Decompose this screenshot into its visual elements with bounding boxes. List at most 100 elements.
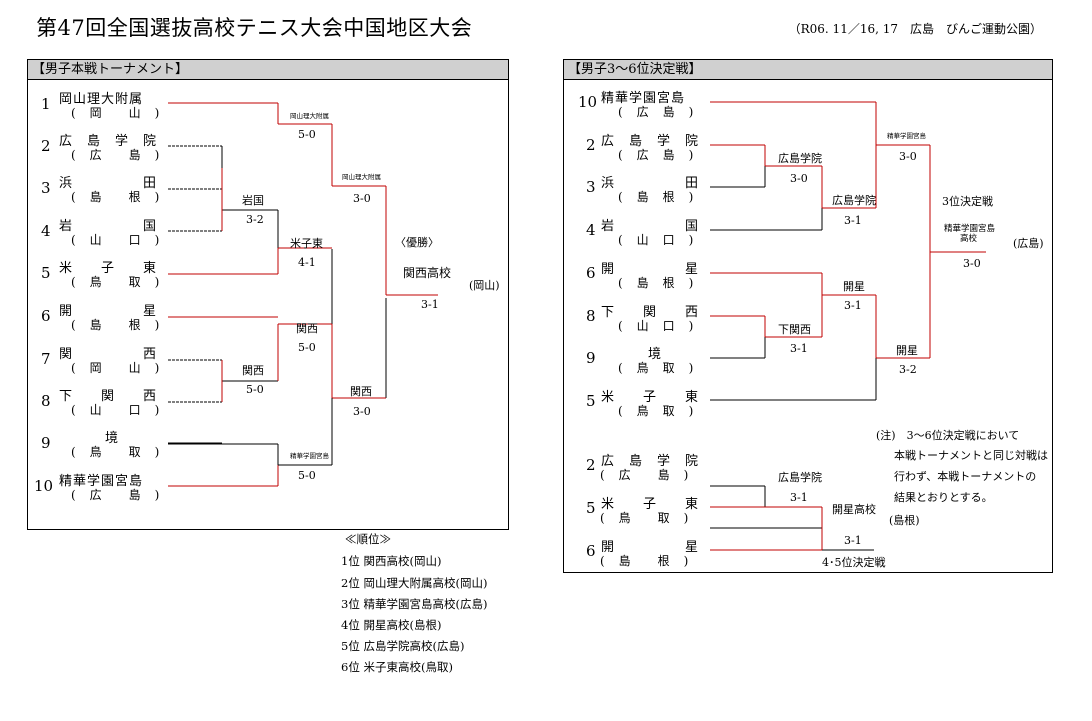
placement-team-seed: 8 — [586, 307, 596, 325]
note-line: 結果とおりとする。 — [894, 491, 993, 504]
main-team-seed: 5 — [41, 264, 51, 282]
placement-team-name: 開 星 — [601, 262, 700, 277]
third-place-score: 3-0 — [963, 257, 981, 270]
ranking-item: 1位 関西高校(岡山) — [341, 554, 442, 568]
match-score: 3-1 — [844, 534, 862, 547]
placement-team-pref: ( 広 島 ) — [600, 468, 690, 482]
match-winner: 岡山理大附属 — [290, 112, 329, 120]
main-team-pref: ( 広 島 ) — [71, 148, 161, 162]
placement-team-seed: 2 — [586, 456, 596, 474]
placement-team-name: 浜 田 — [601, 176, 700, 191]
main-team-seed: 2 — [41, 137, 51, 155]
match-winner: 広島学院 — [832, 194, 876, 207]
final-score: 3-1 — [421, 298, 439, 311]
placement-team-name: 下 関 西 — [601, 305, 700, 320]
placement-team-seed: 4 — [586, 221, 596, 239]
match-winner: 関西 — [350, 385, 372, 398]
match-winner: 岩国 — [242, 194, 264, 207]
third-place-winner: 精華学園宮島 — [944, 224, 996, 234]
placement-team-name: 広 島 学 院 — [601, 134, 700, 149]
match-score: 5-0 — [298, 128, 316, 141]
match-score: 3-2 — [899, 363, 917, 376]
match-winner: 精華学園宮島 — [887, 132, 926, 140]
ranking-item: 4位 開星高校(島根) — [341, 618, 442, 632]
main-team-seed: 1 — [41, 95, 51, 113]
winner-label: 〈優勝〉 — [395, 236, 439, 249]
match-winner: 開星 — [896, 344, 918, 357]
main-team-seed: 6 — [41, 307, 51, 325]
placement-bracket-lines — [710, 101, 986, 551]
main-tournament-panel: 【男子本戦トーナメント】 — [27, 59, 509, 530]
third-place-label: 3位決定戦 — [942, 195, 993, 208]
match-winner: 開星 — [843, 280, 865, 293]
match-score: 3-0 — [790, 172, 808, 185]
match-score: 3-0 — [353, 405, 371, 418]
placement-team-pref: ( 鳥 取 ) — [618, 404, 695, 418]
match-winner: 関西 — [296, 322, 318, 335]
main-team-pref: ( 鳥 取 ) — [71, 445, 161, 459]
main-team-name: 広 島 学 院 — [59, 134, 158, 149]
match-score: 5-0 — [298, 341, 316, 354]
main-team-name: 岩 国 — [59, 219, 158, 234]
main-team-name: 下 関 西 — [59, 389, 158, 404]
match-score: 4-1 — [298, 256, 316, 269]
placement-team-name: 米 子 東 — [601, 497, 700, 512]
main-team-pref: ( 岡 山 ) — [71, 361, 161, 375]
main-team-seed: 3 — [41, 179, 51, 197]
placement-team-pref: ( 広 島 ) — [618, 105, 695, 119]
ranking-item: 6位 米子東高校(鳥取) — [341, 660, 453, 674]
match-score: 3-1 — [790, 491, 808, 504]
main-team-pref: ( 島 根 ) — [71, 318, 161, 332]
match-winner: 岡山理大附属 — [342, 173, 381, 181]
champion-pref: (岡山) — [469, 279, 500, 292]
match-winner: 開星高校 — [832, 503, 876, 516]
placement-panel: 【男子3～6位決定戦】 — [563, 59, 1053, 573]
placement-team-pref: ( 鳥 取 ) — [618, 361, 695, 375]
match-score: 3-0 — [899, 150, 917, 163]
placement-team-pref: ( 山 口 ) — [618, 233, 695, 247]
main-team-name: 境 — [105, 431, 120, 446]
match-score: 3-1 — [844, 214, 862, 227]
ranking-item: 5位 広島学院高校(広島) — [341, 639, 465, 653]
note-line: (注) 3～6位決定戦において — [876, 429, 1020, 442]
placement-team-pref: ( 島 根 ) — [618, 276, 695, 290]
ranking-title: ≪順位≫ — [345, 532, 391, 546]
main-team-pref: ( 山 口 ) — [71, 233, 161, 247]
placement-team-seed: 2 — [586, 136, 596, 154]
placement-team-seed: 5 — [586, 499, 596, 517]
placement-team-pref: ( 島 根 ) — [618, 190, 695, 204]
placement-team-name: 開 星 — [601, 540, 700, 555]
placement-team-seed: 5 — [586, 392, 596, 410]
match-score: 3-2 — [246, 213, 264, 226]
placement-team-pref: ( 島 根 ) — [600, 554, 690, 568]
match-winner: 関西 — [242, 364, 264, 377]
champion-name: 関西高校 — [403, 266, 452, 280]
placement-team-seed: 3 — [586, 178, 596, 196]
event-info: （R06. 11／16, 17 広島 びんご運動公園） — [788, 22, 1042, 36]
placement-team-seed: 9 — [586, 349, 596, 367]
placement-team-name: 岩 国 — [601, 219, 700, 234]
ranking-item: 3位 精華学園宮島高校(広島) — [341, 597, 488, 611]
match-winner: 下関西 — [778, 323, 811, 336]
main-team-seed: 8 — [41, 392, 51, 410]
match-score: 5-0 — [246, 383, 264, 396]
match-score: 3-1 — [790, 342, 808, 355]
match-winner: 精華学園宮島 — [290, 452, 329, 460]
match-winner-pref: (島根) — [889, 514, 920, 527]
placement-team-name: 広 島 学 院 — [601, 454, 700, 469]
main-team-seed: 7 — [41, 350, 51, 368]
match-winner: 広島学院 — [778, 471, 822, 484]
placement-team-pref: ( 山 口 ) — [618, 319, 695, 333]
match-score: 3-0 — [353, 192, 371, 205]
main-team-name: 関 西 — [59, 347, 158, 362]
main-team-name: 米 子 東 — [59, 261, 158, 276]
match-winner: 広島学院 — [778, 152, 822, 165]
main-team-name: 開 星 — [59, 304, 158, 319]
main-team-pref: ( 岡 山 ) — [71, 106, 161, 120]
main-team-seed: 9 — [41, 434, 51, 452]
placement-header: 【男子3～6位決定戦】 — [564, 60, 1052, 80]
main-team-name: 浜 田 — [59, 176, 158, 191]
page-title: 第47回全国選抜高校テニス大会中国地区大会 — [36, 16, 473, 40]
main-team-pref: ( 山 口 ) — [71, 403, 161, 417]
match-winner: 米子東 — [290, 237, 323, 250]
